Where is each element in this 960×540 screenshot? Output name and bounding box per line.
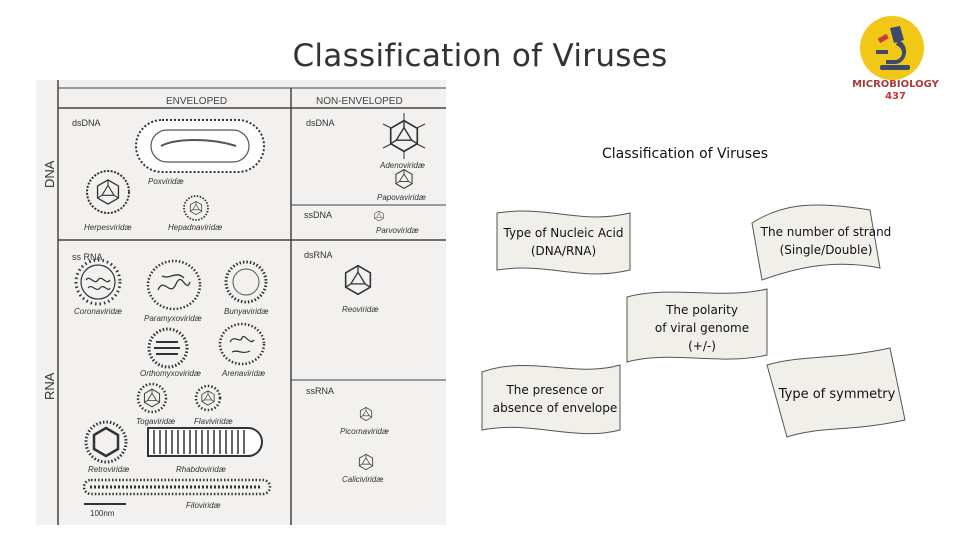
symmetry-text: Type of symmetry: [767, 386, 907, 404]
scale-label: 100nm: [90, 509, 115, 518]
parvoviridae-label: Parvoviridæ: [376, 226, 419, 235]
polarity-banner: [626, 288, 768, 363]
filoviridae-figure: [82, 478, 272, 496]
orthomyxoviridae-figure: [147, 327, 189, 369]
logo-line2: 437: [885, 91, 906, 102]
envelope-line2: absence of envelope: [492, 401, 618, 415]
poxviridae-label: Poxviridæ: [148, 177, 184, 186]
retroviridae-label: Retroviridæ: [88, 465, 129, 474]
adenoviridae-label: Adenoviridæ: [379, 161, 425, 170]
dsdna-right-label: dsDNA: [306, 118, 335, 128]
flaviviridae-label: Flaviviridæ: [194, 417, 233, 426]
paramyxoviridae-label: Paramyxoviridæ: [144, 314, 202, 323]
adenoviridae-figure: [382, 113, 426, 159]
ssrna-left-label: ss RNA: [72, 252, 103, 262]
hepadnaviridae-label: Hepadnaviridæ: [168, 223, 222, 232]
non-enveloped-header: NON-ENVELOPED: [316, 96, 403, 107]
strand-line1: The number of strand: [760, 225, 892, 239]
virus-diagram: ENVELOPED NON-ENVELOPED DNA RNA dsDNA ds…: [36, 80, 446, 525]
dna-label: DNA: [42, 160, 57, 188]
retroviridae-figure: [84, 420, 128, 464]
papovaviridae-label: Papovaviridæ: [377, 193, 426, 202]
envelope-text: The presence or absence of envelope: [482, 381, 628, 417]
nucleic-acid-line1: Type of Nucleic Acid: [503, 226, 624, 240]
coronaviridae-label: Coronaviridæ: [74, 307, 122, 316]
togaviridae-figure: [136, 382, 168, 414]
orthomyxoviridae-label: Orthomyxoviridæ: [140, 369, 201, 378]
slide-title: Classification of Viruses: [292, 38, 668, 74]
nucleic-acid-line2: (DNA/RNA): [530, 244, 597, 258]
herpesviridae-figure: [86, 170, 130, 214]
polarity-text: The polarity of viral genome (+/-): [627, 301, 777, 355]
polarity-line3: (+/-): [688, 339, 716, 353]
strand-text: The number of strand (Single/Double): [757, 223, 895, 259]
poxviridae-figure: [135, 119, 265, 173]
paramyxoviridae-figure: [146, 259, 202, 311]
dsrna-label: dsRNA: [304, 250, 333, 260]
arenaviridae-label: Arenaviridæ: [221, 369, 265, 378]
polarity-line2: of viral genome: [654, 321, 750, 335]
logo-text: MICROBIOLOGY 437: [838, 79, 953, 103]
arenaviridae-figure: [218, 322, 266, 366]
symmetry-banner: [766, 347, 906, 438]
rna-label: RNA: [42, 372, 57, 400]
envelope-line1: The presence or: [506, 383, 604, 397]
ssdna-label: ssDNA: [304, 210, 332, 220]
coronaviridae-figure: [74, 258, 122, 306]
reoviridae-label: Reoviridæ: [342, 305, 378, 314]
rhabdoviridae-figure: [147, 427, 263, 457]
enveloped-header: ENVELOPED: [166, 96, 227, 107]
envelope-banner: [481, 364, 621, 435]
microbiology-logo: [846, 10, 946, 110]
nucleic-acid-banner: [496, 210, 631, 275]
polarity-line1: The polarity: [666, 303, 738, 317]
bunyaviridae-label: Bunyaviridæ: [224, 307, 268, 316]
herpesviridae-label: Herpesviridæ: [84, 223, 132, 232]
picornaviridae-label: Picornaviridæ: [340, 427, 389, 436]
hepadnaviridae-figure: [183, 195, 209, 221]
filoviridae-label: Filoviridæ: [186, 501, 221, 510]
togaviridae-label: Togaviridæ: [136, 417, 175, 426]
flaviviridae-figure: [194, 384, 222, 412]
logo-line1: MICROBIOLOGY: [852, 79, 939, 90]
nucleic-acid-text: Type of Nucleic Acid (DNA/RNA): [497, 224, 630, 260]
strand-line2: (Single/Double): [779, 243, 873, 257]
caliciviridae-label: Caliciviridæ: [342, 475, 383, 484]
rhabdoviridae-label: Rhabdoviridæ: [176, 465, 226, 474]
bunyaviridae-figure: [224, 260, 268, 304]
dsdna-left-label: dsDNA: [72, 118, 101, 128]
symmetry-line1: Type of symmetry: [778, 387, 896, 402]
strand-banner: [751, 204, 881, 281]
concept-title: Classification of Viruses: [601, 146, 769, 162]
ssrna-right-label: ssRNA: [306, 386, 334, 396]
